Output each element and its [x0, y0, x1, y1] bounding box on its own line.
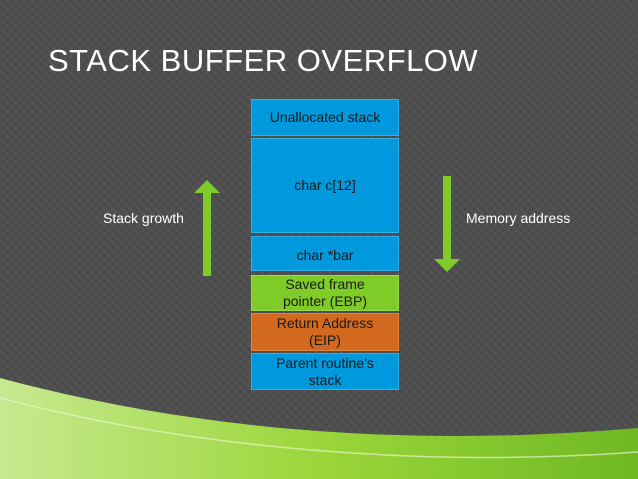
char-bar-block: char *bar: [251, 236, 399, 271]
stack-growth-label: Stack growth: [103, 210, 184, 226]
arrow-up-icon: [194, 180, 220, 276]
unallocated-stack-label: Unallocated stack: [269, 109, 381, 125]
unallocated-stack-block: Unallocated stack: [251, 99, 399, 136]
slide-title: STACK BUFFER OVERFLOW: [48, 43, 479, 78]
memory-address-label: Memory address: [466, 210, 571, 226]
char-c-label: char c[12]: [294, 177, 356, 193]
saved-frame-pointer-block: Saved frame pointer (EBP): [251, 275, 399, 311]
return-address-block: Return Address (EIP): [251, 313, 399, 351]
char-bar-label: char *bar: [296, 247, 354, 263]
return-address-label: Return Address (EIP): [276, 315, 374, 348]
saved-frame-pointer-label: Saved frame pointer (EBP): [282, 276, 368, 309]
parent-routine-stack-label: Parent routine’s stack: [276, 354, 374, 388]
arrow-down-icon: [434, 176, 460, 272]
char-c-block: char c[12]: [251, 138, 399, 233]
parent-routine-stack-block: Parent routine’s stack: [251, 353, 399, 390]
